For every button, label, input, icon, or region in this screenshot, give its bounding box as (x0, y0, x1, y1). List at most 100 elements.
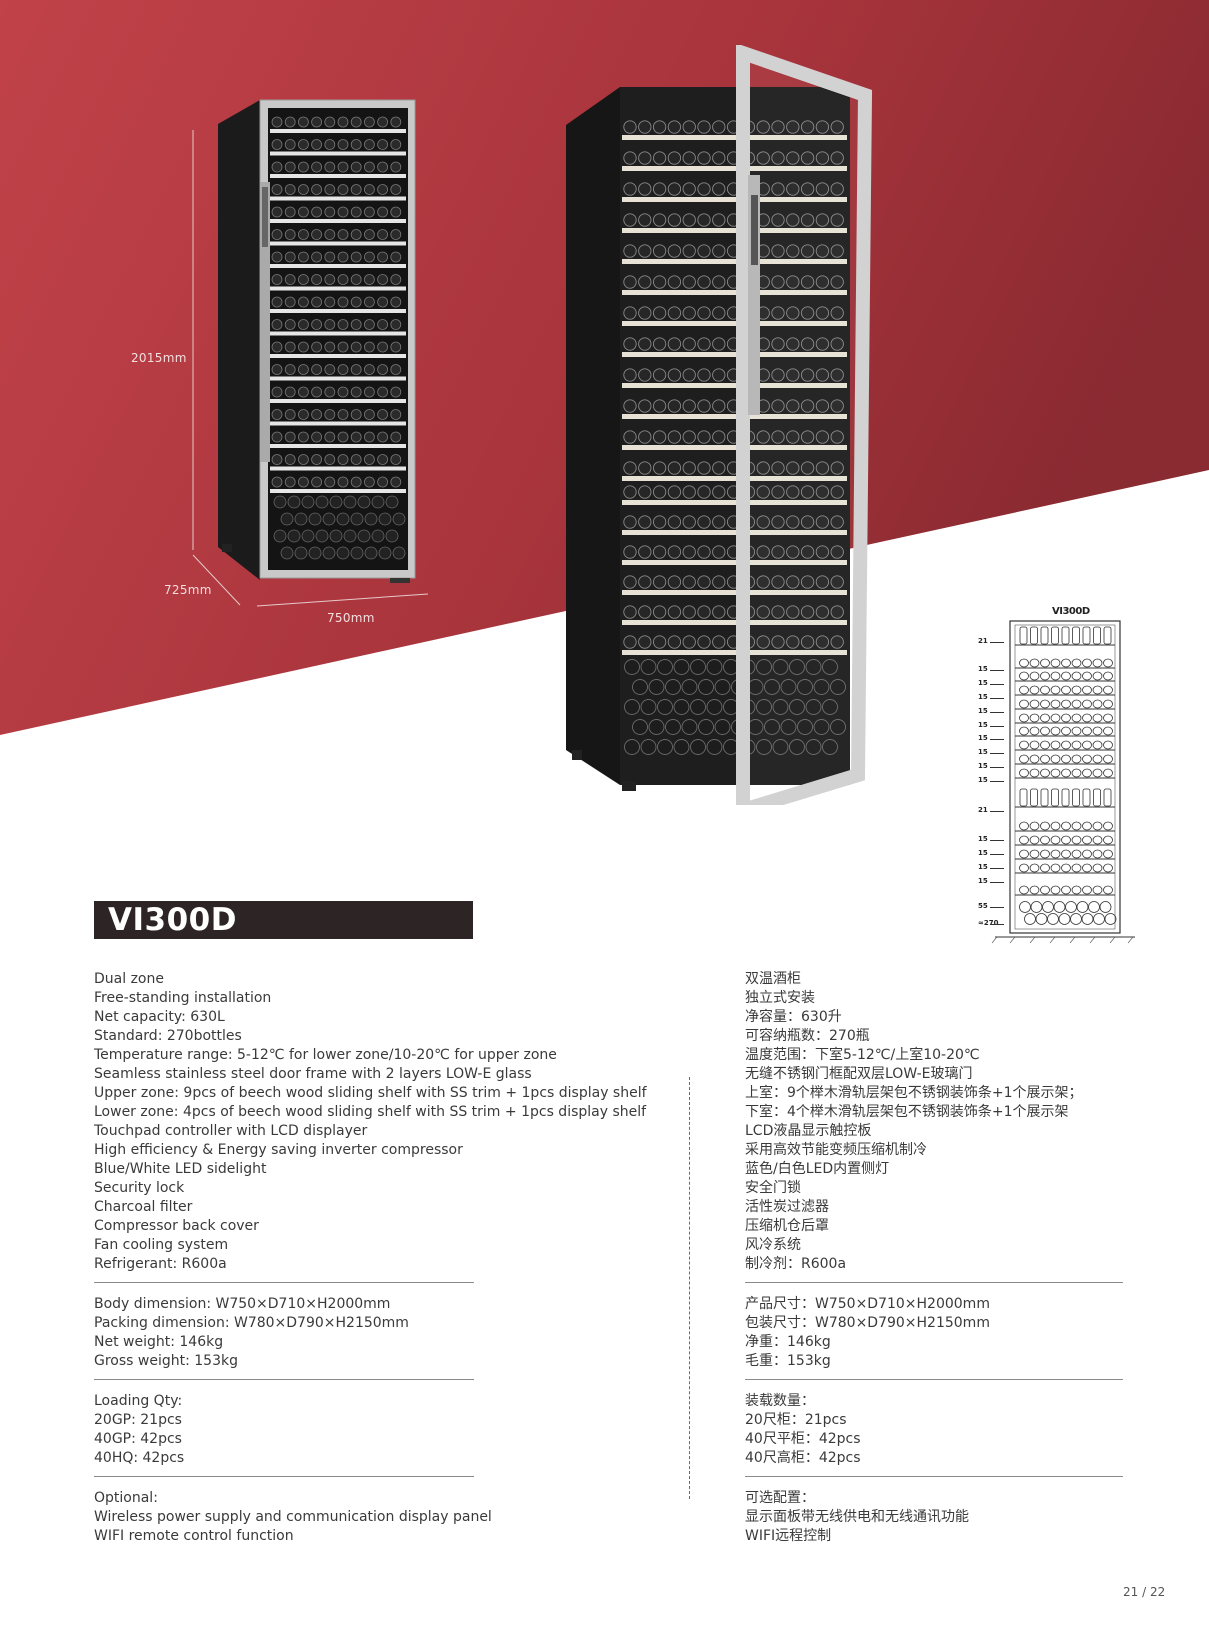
diagram-bottle (1040, 754, 1050, 764)
bottle (697, 368, 711, 382)
bottle (284, 184, 296, 195)
bottle (756, 659, 772, 675)
diagram-bottle (1082, 835, 1092, 845)
shelf (270, 444, 406, 448)
diagram-bottle (1019, 699, 1029, 709)
shelf (622, 620, 847, 625)
bottle (350, 206, 362, 218)
bottle (786, 605, 800, 619)
bottle (697, 605, 711, 619)
bottle (830, 244, 844, 258)
bottle (363, 364, 375, 375)
bottle (271, 116, 283, 128)
spec-line: 40GP: 42pcs (94, 1431, 182, 1447)
bottle (311, 274, 322, 285)
shelf (270, 196, 406, 201)
spec-line: Packing dimension: W780×D790×H2150mm (94, 1315, 409, 1331)
bottle (756, 151, 770, 165)
model-title-bar: VI300D (94, 901, 473, 939)
bottle (363, 184, 375, 195)
bottle (271, 431, 283, 443)
bottle (322, 546, 336, 560)
bottle (271, 296, 283, 308)
bottle (271, 319, 283, 330)
diagram-tick-arrow (990, 854, 1004, 855)
bottle (280, 546, 294, 560)
bottle (786, 151, 800, 165)
diagram-bottle (1029, 685, 1040, 695)
bottle (667, 545, 682, 559)
diagram-bottle (1040, 713, 1050, 723)
bottle (638, 575, 652, 589)
bottle (800, 545, 815, 559)
bottle (815, 368, 830, 382)
diagram-bottle (1035, 913, 1048, 925)
bottle (640, 739, 657, 755)
diagram-bottle (1050, 849, 1061, 859)
diagram-bottle (1061, 685, 1071, 695)
diagram-bottle (1019, 740, 1029, 750)
spec-line: Refrigerant: R600a (94, 1256, 227, 1272)
spec-line: 毛重：153kg (745, 1353, 831, 1369)
bottle (337, 364, 349, 375)
bottle (800, 635, 815, 649)
diagram-bottle (1040, 699, 1050, 709)
bottle (652, 545, 667, 559)
spec-line: Net weight: 146kg (94, 1334, 224, 1350)
bottle (697, 399, 711, 413)
bottle (638, 182, 652, 196)
bottle (280, 512, 294, 526)
bottle (638, 151, 652, 165)
bottle (786, 120, 800, 134)
diagram-bottle (1092, 821, 1103, 831)
spec-line: 风冷系统 (745, 1237, 801, 1253)
bottle (298, 274, 309, 285)
diagram-bottle (1065, 901, 1077, 913)
bottle (311, 386, 322, 398)
bottle (343, 529, 357, 543)
bottle (298, 296, 309, 308)
bottle (771, 461, 785, 475)
shelf (622, 590, 847, 595)
diagram-bottle (1082, 788, 1091, 807)
bottle (805, 739, 822, 755)
bottle (350, 319, 362, 330)
bottle (712, 244, 726, 258)
diagram-bottle (1019, 671, 1029, 681)
diagram-bottle (1082, 863, 1092, 873)
bottle (813, 719, 830, 735)
spec-line: Standard: 270bottles (94, 1028, 242, 1044)
bottle (350, 386, 362, 398)
bottle (377, 116, 389, 128)
bottle (800, 399, 815, 413)
bottle (324, 251, 336, 263)
diagram-bottle (1061, 713, 1071, 723)
diagram-bottle (1103, 835, 1113, 845)
diagram-bottle (1103, 626, 1112, 645)
diagram-tick-label: 55 (978, 902, 988, 910)
diagram-tick-arrow (990, 811, 1004, 812)
bottle (682, 430, 696, 444)
diagram-bottle (1019, 768, 1029, 778)
spec-line: Wireless power supply and communication … (94, 1509, 492, 1525)
bottle (324, 476, 336, 488)
diagram-bottle (1103, 671, 1113, 681)
spec-line: 活性炭过滤器 (745, 1199, 829, 1215)
bottle (357, 495, 371, 509)
diagram-bottle (1024, 913, 1036, 925)
shelf (270, 264, 406, 268)
diagram-bottle (1071, 821, 1082, 831)
bottle (667, 120, 682, 134)
bottle (667, 461, 682, 475)
dimension-lines (192, 130, 429, 607)
bottle (377, 229, 389, 240)
shelf (270, 466, 406, 471)
spec-line: Free-standing installation (94, 990, 272, 1006)
model-title: VI300D (108, 902, 237, 938)
spec-line: Net capacity: 630L (94, 1009, 225, 1025)
bottle (284, 116, 296, 128)
bottle (377, 161, 389, 173)
bottle (623, 545, 637, 559)
bottle (638, 635, 652, 649)
